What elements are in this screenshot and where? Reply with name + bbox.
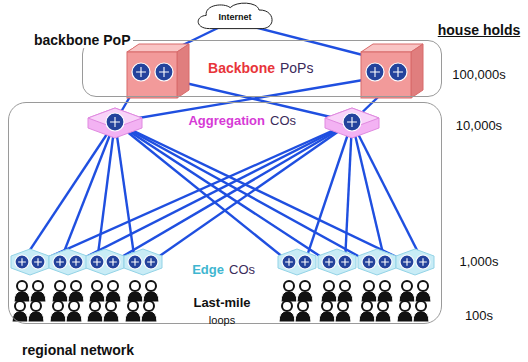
- household-icon: [87, 281, 121, 322]
- household-icon: [279, 281, 313, 322]
- column-heading: house holds: [438, 22, 520, 38]
- router-symbol: [366, 63, 384, 81]
- link-wire: [352, 122, 423, 262]
- household-count: 1,000s: [459, 255, 498, 270]
- router-symbol: [69, 255, 83, 269]
- edge-co-box: [318, 249, 356, 275]
- household-count: 10,000s: [456, 119, 502, 134]
- backbone-router-box: [127, 44, 189, 98]
- link-wire: [76, 122, 352, 262]
- tier-label: Last-mile: [193, 296, 250, 311]
- router-symbol: [53, 255, 67, 269]
- link-wire: [38, 122, 352, 262]
- link-wire: [113, 122, 352, 262]
- internet-cloud: Internet: [195, 1, 275, 31]
- router-symbol: [144, 255, 158, 269]
- router-symbol: [90, 255, 104, 269]
- edge-co-box: [49, 249, 87, 275]
- household-count: 100,000s: [452, 68, 506, 83]
- link-wire: [22, 122, 115, 262]
- edge-co-box: [11, 249, 49, 275]
- router-symbol: [106, 113, 124, 131]
- tier-label: COs: [229, 263, 255, 278]
- router-symbol: [416, 255, 430, 269]
- edge-co-box: [124, 249, 162, 275]
- link-wire: [115, 122, 369, 262]
- link-wire: [115, 122, 329, 262]
- backbone-router-box: [361, 44, 423, 98]
- household-icon: [359, 281, 393, 322]
- router-symbol: [322, 255, 336, 269]
- router-symbol: [282, 255, 296, 269]
- link-wire: [97, 122, 115, 262]
- router-symbol: [155, 63, 173, 81]
- household-icon: [397, 281, 431, 322]
- edge-co-box: [86, 249, 124, 275]
- household-icon: [125, 281, 159, 322]
- tier-label: Backbone: [208, 60, 275, 76]
- link-wire: [352, 122, 385, 262]
- regional-network-region: regional network: [8, 102, 442, 324]
- region-heading: backbone PoP: [31, 32, 133, 48]
- router-symbol: [378, 255, 392, 269]
- household-icon: [12, 281, 46, 322]
- tier-label: COs: [270, 114, 296, 129]
- router-symbol: [389, 63, 407, 81]
- router-symbol: [106, 255, 120, 269]
- router-symbol: [400, 255, 414, 269]
- edge-co-box: [396, 249, 434, 275]
- household-icon: [319, 281, 353, 322]
- link-wire: [345, 122, 352, 262]
- router-symbol: [343, 113, 361, 131]
- router-symbol: [15, 255, 29, 269]
- cloud-label: Internet: [218, 12, 251, 22]
- aggregation-co-box: [88, 108, 142, 138]
- router-symbol: [132, 63, 150, 81]
- link-wire: [115, 122, 135, 262]
- household-count: 100s: [465, 309, 493, 324]
- tier-label: loops: [209, 314, 235, 327]
- edge-co-box: [358, 249, 396, 275]
- aggregation-co-box: [325, 108, 379, 138]
- router-symbol: [338, 255, 352, 269]
- link-wire: [151, 122, 352, 262]
- region-heading: regional network: [19, 342, 137, 358]
- edge-co-box: [278, 249, 316, 275]
- tier-label: PoPs: [280, 60, 313, 76]
- router-symbol: [362, 255, 376, 269]
- tier-label: Edge: [192, 263, 224, 278]
- household-icon: [50, 281, 84, 322]
- router-symbol: [128, 255, 142, 269]
- router-symbol: [31, 255, 45, 269]
- link-wire: [60, 122, 115, 262]
- tier-label: Aggregation: [188, 114, 265, 129]
- router-symbol: [298, 255, 312, 269]
